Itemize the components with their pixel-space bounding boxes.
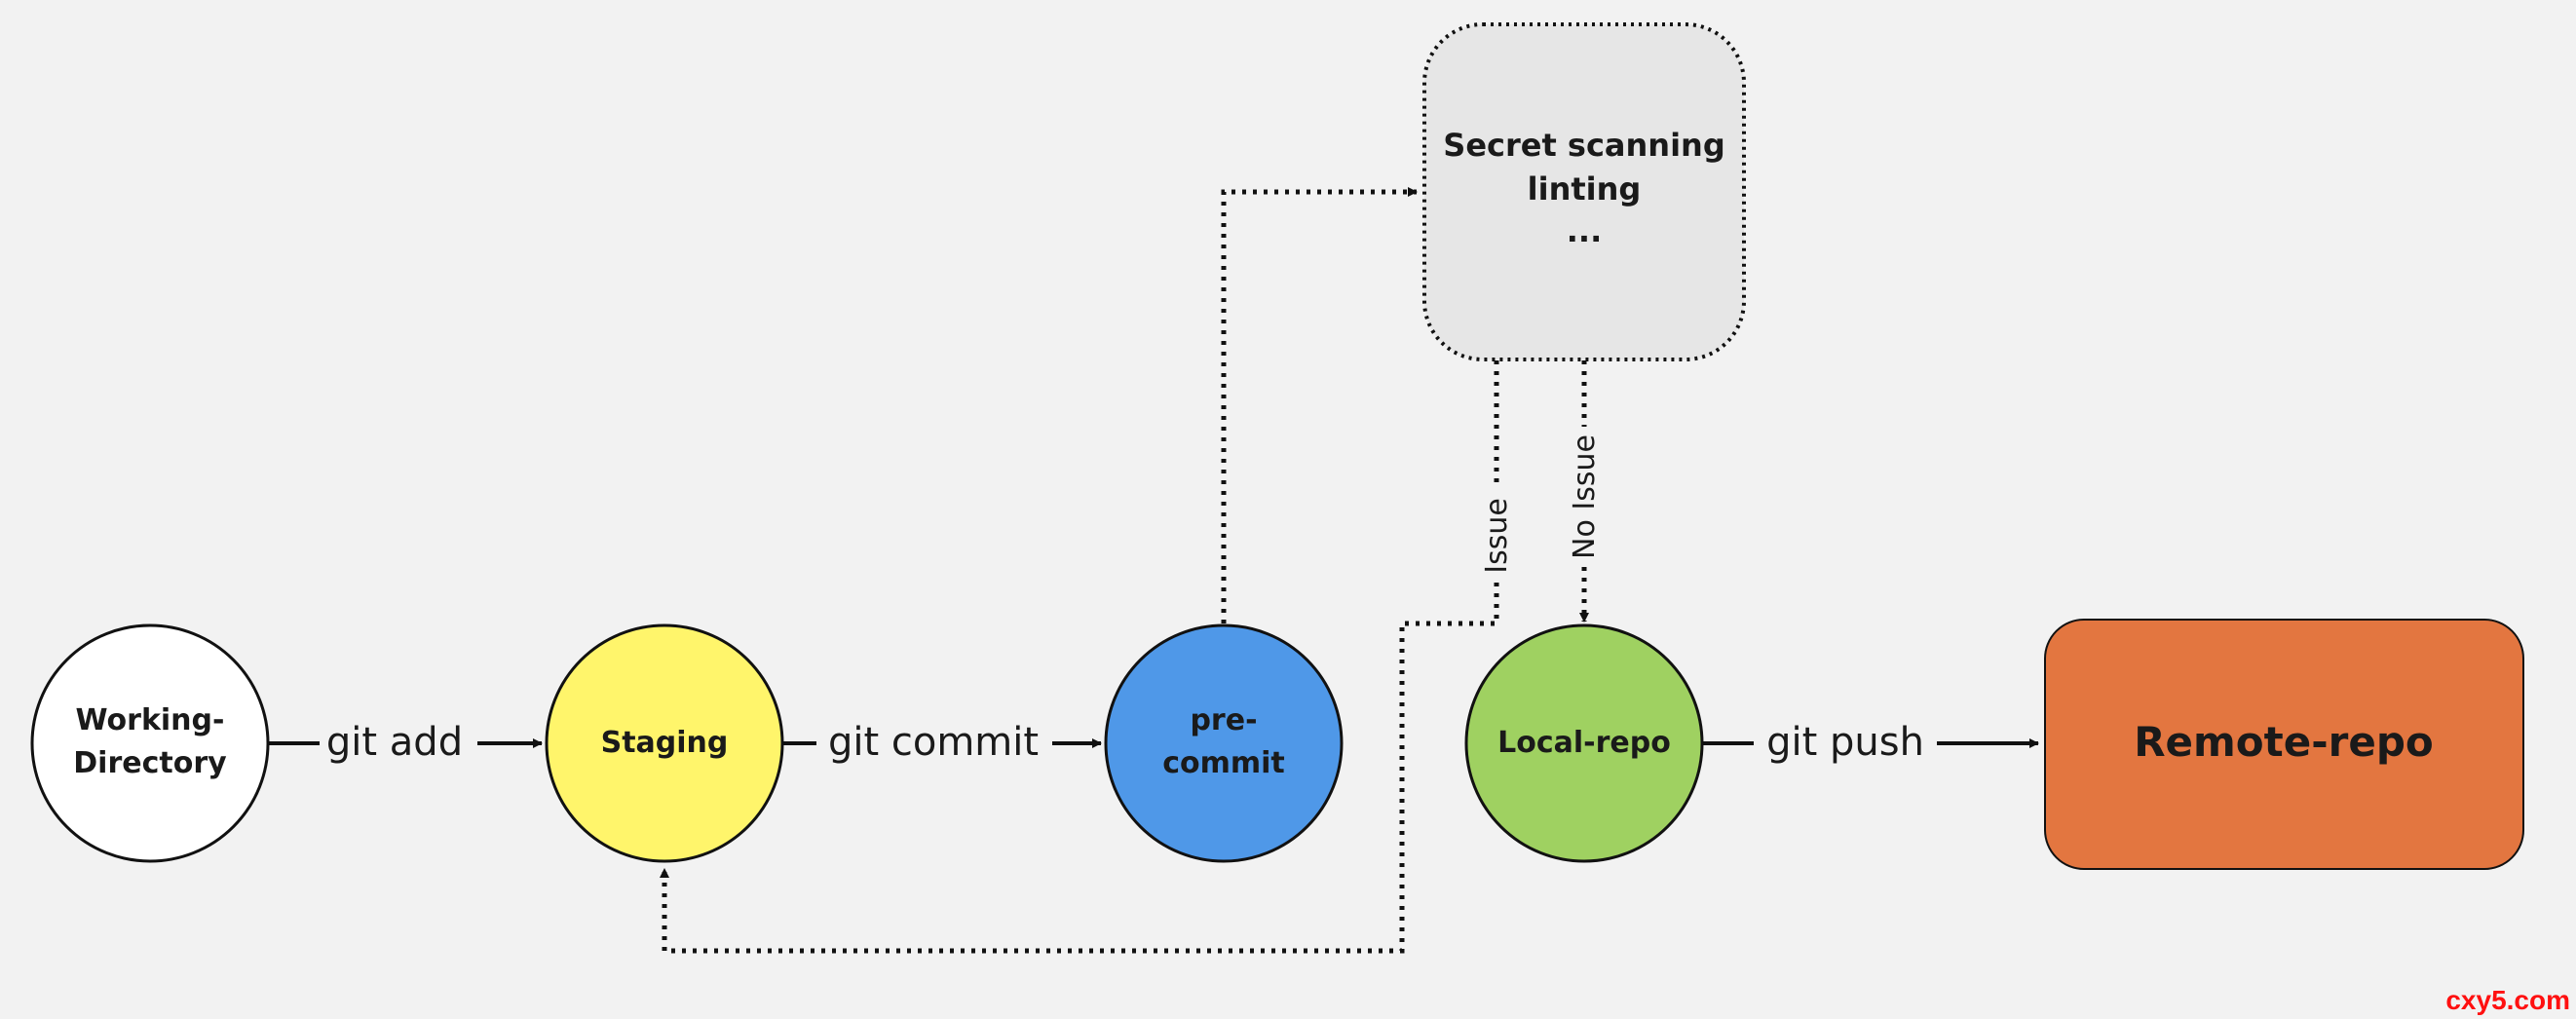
watermark-text: cxy5.com [2445,985,2570,1015]
node-label-local-repo: Local-repo [1497,726,1671,760]
node-label-remote-repo: Remote-repo [2134,718,2434,766]
node-label-checks-line3: ... [1567,212,1602,249]
edge-git-commit: git commit [783,720,1102,765]
node-label-pre-commit-line2: commit [1162,746,1285,780]
node-working-directory: Working- Directory [30,623,270,863]
edge-label-no-issue: No Issue [1568,434,1602,559]
edge-no-issue: No Issue [1568,360,1602,623]
edge-git-push: git push [1703,720,2039,765]
node-label-working-directory-line1: Working- [76,703,225,737]
node-checks: Secret scanning linting ... [1422,22,1746,361]
node-label-staging: Staging [601,726,729,760]
edge-label-git-commit: git commit [828,720,1039,765]
edge-git-add: git add [269,720,543,765]
edge-issue: Issue [660,360,1514,954]
edge-label-git-add: git add [326,720,463,765]
node-remote-repo: Remote-repo [2044,619,2524,870]
node-label-checks-line2: linting [1528,170,1642,208]
node-staging: Staging [545,623,784,863]
node-label-working-directory-line2: Directory [73,746,227,780]
edge-precommit-to-checks [1221,187,1418,623]
edge-label-git-push: git push [1766,720,1924,765]
node-label-checks-line1: Secret scanning [1443,127,1724,164]
node-local-repo: Local-repo [1464,623,1704,863]
edge-label-issue: Issue [1480,498,1514,574]
node-label-pre-commit-line1: pre- [1190,703,1257,737]
node-pre-commit: pre- commit [1104,623,1344,863]
